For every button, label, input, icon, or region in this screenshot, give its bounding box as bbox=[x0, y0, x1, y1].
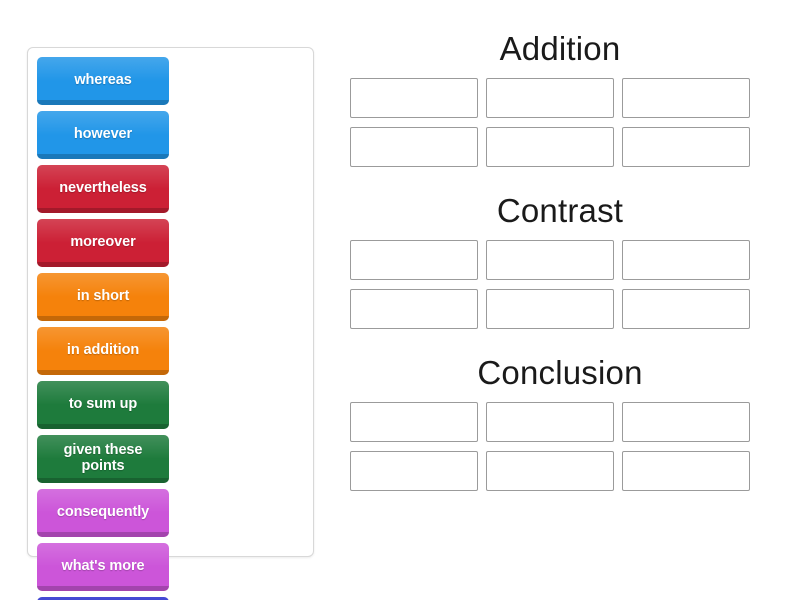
word-tile[interactable]: whereas bbox=[37, 57, 169, 105]
word-tile[interactable]: however bbox=[37, 111, 169, 159]
category-title: Addition bbox=[499, 30, 621, 67]
drop-slot-grid bbox=[350, 401, 770, 500]
category-title: Conclusion bbox=[477, 353, 643, 391]
word-tile-label: given these points bbox=[63, 442, 143, 474]
drop-slot[interactable] bbox=[350, 77, 478, 118]
drop-slot-grid bbox=[350, 239, 770, 338]
word-tile-label: moreover bbox=[70, 234, 136, 251]
word-tile[interactable]: moreover bbox=[37, 219, 169, 267]
word-tile[interactable]: what's more bbox=[37, 543, 169, 591]
drop-slot[interactable] bbox=[622, 126, 750, 167]
word-tile[interactable]: consequently bbox=[37, 489, 169, 537]
word-tile-label: what's more bbox=[61, 558, 145, 575]
word-tile-label: whereas bbox=[74, 72, 132, 89]
word-bank-tile-grid: whereas however nevertheless moreover in sho… bbox=[34, 54, 307, 600]
word-tile-label: in addition bbox=[66, 342, 140, 359]
category-title: Contrast bbox=[496, 191, 624, 229]
word-tile[interactable]: to sum up bbox=[37, 381, 169, 429]
drop-slot[interactable] bbox=[486, 401, 614, 442]
word-tile-label: however bbox=[73, 126, 133, 143]
word-tile-label: nevertheless bbox=[59, 180, 147, 197]
word-tile[interactable]: in addition bbox=[37, 327, 169, 375]
drop-slot[interactable] bbox=[350, 401, 478, 442]
drop-slot[interactable] bbox=[486, 450, 614, 491]
drop-slot[interactable] bbox=[486, 126, 614, 167]
drop-slot[interactable] bbox=[350, 239, 478, 280]
category-group: Conclusion bbox=[350, 354, 770, 500]
word-tile[interactable]: yet bbox=[37, 597, 169, 600]
drop-slot[interactable] bbox=[350, 450, 478, 491]
word-tile[interactable]: in short bbox=[37, 273, 169, 321]
word-tile[interactable]: given these points bbox=[37, 435, 169, 483]
drop-slot[interactable] bbox=[622, 401, 750, 442]
drop-slot[interactable] bbox=[622, 239, 750, 280]
drop-slot[interactable] bbox=[350, 126, 478, 167]
drop-slot[interactable] bbox=[486, 77, 614, 118]
drop-slot[interactable] bbox=[622, 450, 750, 491]
drop-slot[interactable] bbox=[622, 77, 750, 118]
drop-slot-grid bbox=[350, 77, 770, 176]
category-group: Contrast bbox=[350, 192, 770, 338]
word-bank-panel: whereas however nevertheless moreover in sho… bbox=[27, 47, 314, 600]
drop-slot[interactable] bbox=[350, 288, 478, 329]
word-tile[interactable]: nevertheless bbox=[37, 165, 169, 213]
drop-slot[interactable] bbox=[486, 288, 614, 329]
drop-slot[interactable] bbox=[486, 239, 614, 280]
category-group: Addition bbox=[350, 30, 770, 176]
word-tile-label: to sum up bbox=[68, 396, 138, 413]
word-tile-label: consequently bbox=[56, 504, 150, 521]
drop-slot[interactable] bbox=[622, 288, 750, 329]
word-tile-label: in short bbox=[76, 288, 130, 305]
